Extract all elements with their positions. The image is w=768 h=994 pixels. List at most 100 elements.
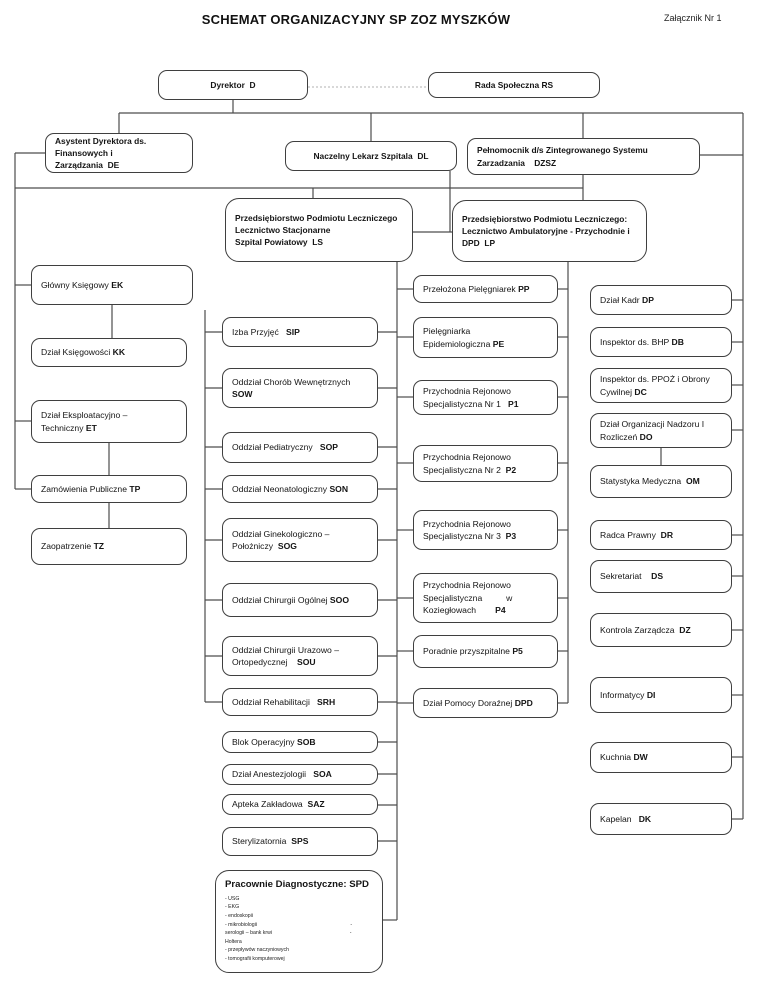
org-box-code: SAZ [307, 799, 325, 810]
org-box-label: Specjalistyczna Nr 1 [423, 398, 509, 409]
diagnostic-lab-item: - endoskopii [225, 913, 253, 920]
org-box-code: DR [660, 529, 674, 540]
org-box-tz: Zaopatrzenie TZ [31, 528, 187, 565]
org-box-dk: Kapelan DK [590, 803, 732, 835]
org-box-code: DL [417, 150, 429, 161]
org-box-label: Dział Organizacji Nadzoru I [600, 419, 705, 430]
diagnostic-lab-item: serologii – bank krwi - [225, 930, 352, 937]
org-box-spd: Pracownie Diagnostyczne: SPD- USG- EKG- … [215, 870, 383, 973]
org-box-tp: Zamówienia Publiczne TP [31, 475, 187, 503]
org-box-code: SOU [296, 657, 316, 667]
org-box-label: Ortopedycznej [232, 657, 297, 667]
org-box-sou: Oddział Chirurgii Urazowo – Ortopedycznej… [222, 636, 378, 676]
org-box-code: DK [638, 813, 652, 824]
org-box-code: KK [112, 347, 126, 358]
org-box-label: Przychodnia Rejonowo [423, 386, 511, 397]
org-box-code: DP [642, 294, 654, 305]
org-box-code: SRH [317, 696, 336, 707]
org-box-label: Rozliczeń [600, 431, 640, 442]
org-box-soa: Dział Anestezjologii SOA [222, 764, 378, 785]
org-box-label: Oddział Chirurgii Ogólnej [232, 594, 330, 605]
org-box-dw: Kuchnia DW [590, 742, 732, 773]
org-box-label: Kuchnia [600, 752, 634, 763]
org-box-dpd: Dział Pomocy Doraźnej DPD [413, 688, 558, 718]
org-box-ds: Sekretariat DS [590, 560, 732, 593]
org-box-et: Dział Eksploatacyjno –Techniczny ET [31, 400, 187, 443]
org-box-label: Pracownie Diagnostyczne: [225, 879, 350, 890]
org-box-label: Oddział Neonatologiczny [232, 483, 330, 494]
org-box-naczelny: Naczelny Lekarz Szpitala DL [285, 141, 457, 171]
org-box-sps: Sterylizatornia SPS [222, 827, 378, 856]
org-box-label: Radca Prawny [600, 529, 661, 540]
org-box-label: Naczelny Lekarz Szpitala [313, 150, 418, 161]
org-box-label: Asystent Dyrektora ds. Finansowych i [55, 135, 149, 158]
org-box-code: SPS [291, 836, 309, 847]
org-box-code: OM [685, 476, 700, 487]
org-box-code: DE [107, 160, 120, 171]
org-box-rada: Rada Społeczna RS [428, 72, 600, 98]
org-box-label: Szpital Powiatowy [235, 237, 313, 248]
org-box-label: Kapelan [600, 813, 639, 824]
org-box-label: Koziegłowach [423, 605, 496, 616]
org-box-code: P3 [505, 531, 517, 541]
org-box-label: Zamówienia Publiczne [41, 483, 130, 494]
org-box-srh: Oddział Rehabilitacji SRH [222, 688, 378, 716]
attachment-label: Załącznik Nr 1 [664, 13, 722, 23]
org-box-code: DS [651, 571, 664, 582]
org-box-code: SON [329, 483, 349, 494]
org-box-dr: Radca Prawny DR [590, 520, 732, 550]
org-box-label: Zarządzania [55, 160, 108, 171]
diagnostic-lab-item: - tomografii komputerowej [225, 955, 285, 962]
diagnostic-lab-item: - przepływów naczyniowych [225, 947, 290, 954]
org-box-code: SIP [285, 326, 300, 337]
org-box-code: RS [541, 79, 554, 90]
org-box-sop: Oddział Pediatryczny SOP [222, 432, 378, 463]
org-box-label: Przedsiębiorstwo Podmiotu Leczniczego [235, 212, 398, 223]
org-box-label: Dyrektor [210, 79, 250, 90]
org-box-code: SOO [329, 594, 350, 605]
org-box-label: Przedsiębiorstwo Podmiotu Leczniczego: [462, 213, 628, 224]
org-box-label: Sekretariat [600, 571, 652, 582]
org-box-code: LS [312, 237, 323, 248]
org-box-code: TP [129, 483, 141, 494]
org-box-code: DPD [514, 697, 533, 708]
org-box-code: SOG [277, 541, 297, 551]
org-box-lp: Przedsiębiorstwo Podmiotu Leczniczego:Le… [452, 200, 647, 262]
org-box-p5: Poradnie przyszpitalne P5 [413, 635, 558, 668]
org-box-label: Przychodnia Rejonowo [423, 452, 511, 463]
org-box-code: DZ [679, 624, 691, 635]
org-box-label: Pełnomocnik d/s Zintegrowanego Systemu [477, 145, 648, 156]
org-box-code: SOA [313, 769, 332, 780]
org-box-code: SOW [232, 389, 253, 399]
org-box-code: PP [518, 283, 530, 294]
diagnostic-lab-item: - mikrobiologii - [225, 921, 353, 928]
org-box-code: TZ [93, 541, 105, 552]
org-box-om: Statystyka Medyczna OM [590, 465, 732, 498]
org-box-saz: Apteka Zakładowa SAZ [222, 794, 378, 815]
diagnostic-lab-item: - EKG [225, 904, 240, 911]
org-box-pp: Przełożona Pielęgniarek PP [413, 275, 558, 303]
org-box-sog: Oddział Ginekologiczno –Położniczy SOG [222, 518, 378, 562]
org-box-label: Oddział Chirurgii Urazowo – [232, 644, 339, 655]
org-box-label: Izba Przyjęć [232, 326, 286, 337]
org-box-code: DW [633, 752, 648, 763]
org-box-sip: Izba Przyjęć SIP [222, 317, 378, 347]
org-box-label: Specjalistyczna Nr 2 [423, 464, 506, 475]
diagnostic-lab-item: Holtera [225, 938, 242, 945]
org-box-soo: Oddział Chirurgii Ogólnej SOO [222, 583, 378, 617]
org-box-code: P4 [495, 605, 506, 616]
org-box-code: DB [671, 336, 684, 347]
org-box-label: DPD [462, 238, 485, 249]
org-box-code: LP [484, 238, 496, 249]
org-box-label: Cywilnej [600, 386, 635, 397]
org-box-dz: Kontrola Zarządcza DZ [590, 613, 732, 647]
